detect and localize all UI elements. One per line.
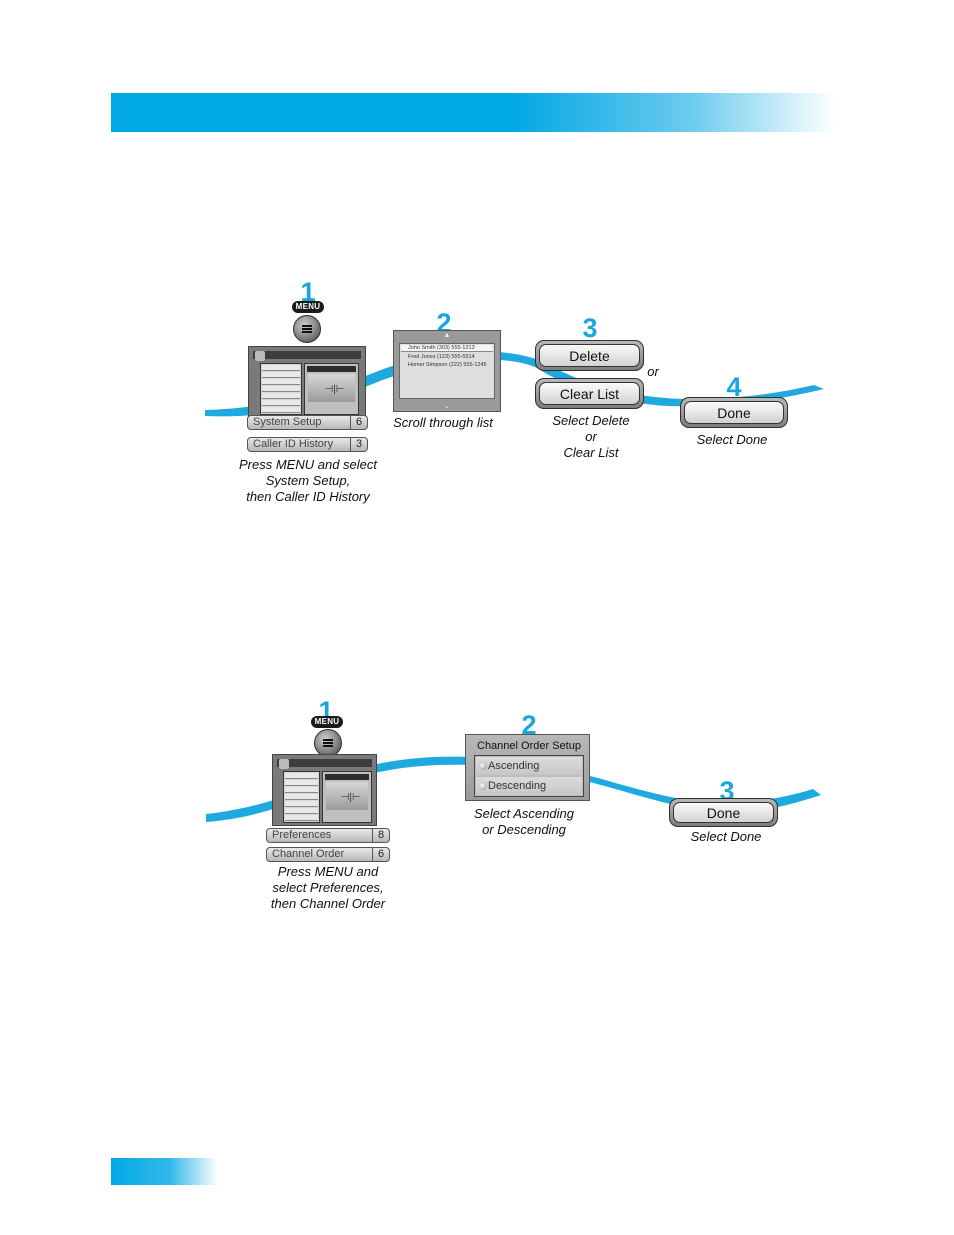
caption-line: Select Ascending xyxy=(474,806,574,821)
or-label: or xyxy=(647,364,659,379)
menu-item-number: 3 xyxy=(350,438,367,451)
done-button[interactable]: Done xyxy=(669,798,778,827)
caption-line: System Setup, xyxy=(265,473,351,488)
caption-line: select Preferences, xyxy=(272,880,384,895)
step-number-2: 2 xyxy=(436,308,452,338)
option-ascending[interactable]: Ascending xyxy=(476,757,582,775)
clear-list-button[interactable]: Clear List xyxy=(535,378,644,409)
menu-button-icon[interactable] xyxy=(293,315,321,343)
option-label: Ascending xyxy=(488,760,540,772)
menu-item-preferences[interactable]: Preferences 8 xyxy=(266,828,390,843)
caption-line: or Descending xyxy=(482,822,566,837)
menu-item-number: 8 xyxy=(372,829,389,842)
caption-line: Press MENU and select xyxy=(239,457,377,472)
step-number-2: 2 xyxy=(521,710,537,740)
step-1-caption: Press MENU and select System Setup, then… xyxy=(218,457,398,505)
menu-key-label: MENU xyxy=(292,301,324,313)
step-number-3: 3 xyxy=(582,313,598,343)
caption-line: then Caller ID History xyxy=(246,489,370,504)
menu-item-label: System Setup xyxy=(253,416,322,428)
step-2-caption: Scroll through list xyxy=(393,415,493,430)
radio-icon xyxy=(479,762,487,770)
menu-item-label: Preferences xyxy=(272,829,332,841)
menu-item-channel-order[interactable]: Channel Order 6 xyxy=(266,847,390,862)
menu-button-icon[interactable] xyxy=(314,729,342,757)
step-number-3: 3 xyxy=(719,776,735,806)
delete-button[interactable]: Delete xyxy=(535,340,644,371)
step-2-caption: Select Ascending or Descending xyxy=(456,806,592,838)
caller-id-list[interactable]: ▲ John Smith (303) 555-1213 Fred Jones (… xyxy=(393,330,501,412)
list-item[interactable]: John Smith (303) 555-1213 xyxy=(401,345,493,352)
caption-line: Clear List xyxy=(563,445,619,460)
done-button-label: Done xyxy=(684,401,784,424)
caption-line: Press MENU and xyxy=(277,864,379,879)
dialog-title: Channel Order Setup xyxy=(477,740,581,752)
menu-item-number: 6 xyxy=(372,848,389,861)
main-menu-screen xyxy=(272,754,377,826)
option-label: Descending xyxy=(488,780,547,792)
step-number-1: 1 xyxy=(300,277,316,307)
option-descending[interactable]: Descending xyxy=(476,777,582,795)
caption-line: then Channel Order xyxy=(270,896,386,911)
done-button[interactable]: Done xyxy=(680,397,788,428)
footer-bar xyxy=(111,1158,218,1185)
list-item[interactable]: Fred Jones (123) 555-5514 xyxy=(408,354,475,360)
step-3-caption: Select Done xyxy=(690,829,762,844)
scroll-down-icon[interactable]: ⌄ xyxy=(444,403,450,410)
caption-line: or xyxy=(585,429,597,444)
caption-line: Select Delete xyxy=(552,413,630,428)
delete-button-label: Delete xyxy=(539,344,640,367)
menu-item-label: Caller ID History xyxy=(253,438,334,450)
channel-order-setup-dialog: Channel Order Setup Ascending Descending xyxy=(465,734,590,801)
menu-item-caller-id-history[interactable]: Caller ID History 3 xyxy=(247,437,368,452)
main-menu-screen xyxy=(248,346,366,418)
list-item[interactable]: Homer Simpson (222) 555-1245 xyxy=(408,362,487,368)
menu-item-system-setup[interactable]: System Setup 6 xyxy=(247,415,368,430)
step-number-4: 4 xyxy=(726,372,742,402)
radio-icon xyxy=(479,782,487,790)
ribbon-top xyxy=(205,351,824,417)
done-button-label: Done xyxy=(673,802,774,823)
step-3-caption: Select Delete or Clear List xyxy=(530,413,652,461)
scroll-up-icon[interactable]: ▲ xyxy=(443,332,451,339)
step-1-caption: Press MENU and select Preferences, then … xyxy=(248,864,408,912)
clear-list-button-label: Clear List xyxy=(539,382,640,405)
step-4-caption: Select Done xyxy=(696,432,768,447)
menu-item-label: Channel Order xyxy=(272,848,345,860)
menu-key-label: MENU xyxy=(311,716,343,728)
menu-item-number: 6 xyxy=(350,416,367,429)
header-bar xyxy=(111,93,836,132)
